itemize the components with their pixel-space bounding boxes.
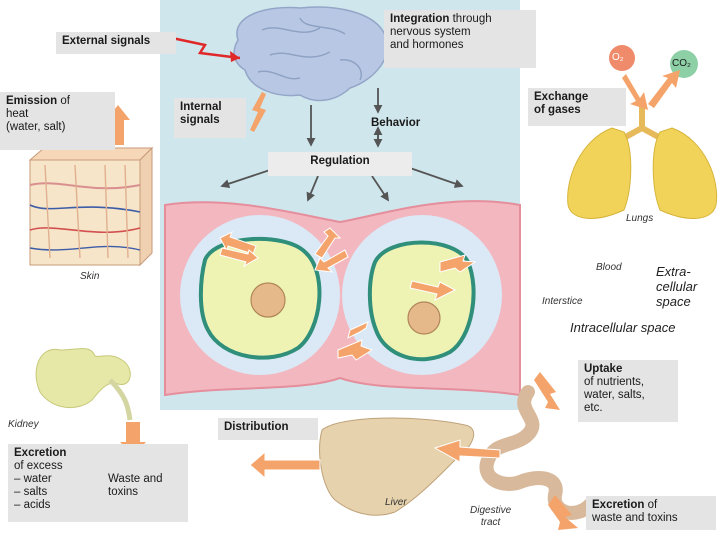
internal-signal-bolt <box>250 92 266 132</box>
uptake-arrow <box>534 372 560 410</box>
o2-bubble <box>609 45 635 71</box>
digestive-tract-icon <box>479 385 597 520</box>
cell-tissue <box>164 200 521 397</box>
integration-label: Integration through nervous system and h… <box>384 10 536 68</box>
skin-icon <box>28 146 154 267</box>
regulation-label: Regulation <box>268 152 412 176</box>
external-signals-label: External signals <box>56 32 176 54</box>
kidney-icon <box>35 348 133 421</box>
o2-arrow <box>622 74 648 110</box>
co2-arrow <box>648 70 680 108</box>
lungs-label: Lungs <box>626 213 654 224</box>
blood-label: Blood <box>596 262 622 273</box>
distribution-label: Distribution <box>218 418 318 440</box>
excretion-left-label: Excretion of excess – water – salts – ac… <box>8 444 188 522</box>
intracellular-label: Intracellular space <box>570 320 676 335</box>
o2-label: O₂ <box>612 52 624 63</box>
liver-label: Liver <box>385 497 407 508</box>
co2-label: CO₂ <box>672 58 691 69</box>
behavior-label: Behavior <box>371 117 421 129</box>
skin-label: Skin <box>80 271 100 282</box>
brain-icon <box>233 6 389 102</box>
uptake-label: Uptake of nutrients, water, salts, etc. <box>578 360 678 422</box>
distribution-arrow <box>249 450 321 480</box>
lungs-icon <box>567 100 718 219</box>
interstice-label: Interstice <box>542 296 583 307</box>
cell-exchange-arrows <box>219 227 477 361</box>
excretion-right-label: Excretion of waste and toxins <box>586 496 716 530</box>
liver-icon <box>319 417 475 516</box>
extracellular-label: Extra- cellular space <box>656 264 698 309</box>
emission-label: Emission of heat (water, salt) <box>0 92 115 150</box>
excretion-arrow <box>548 495 578 530</box>
external-signal-arrow <box>171 36 241 60</box>
kidney-label: Kidney <box>8 419 39 430</box>
